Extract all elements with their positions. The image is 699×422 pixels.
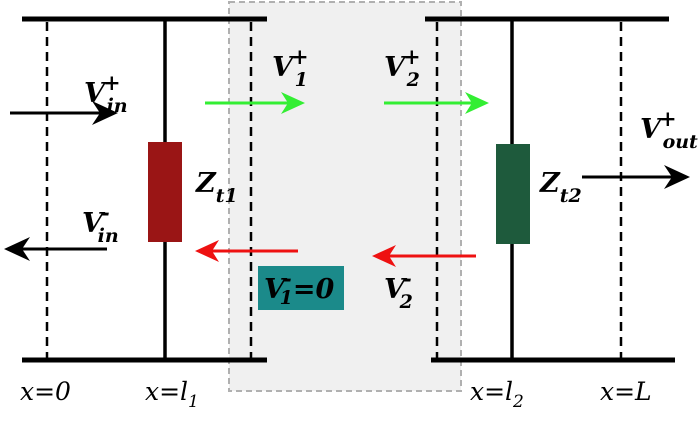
label-zt1: Zt1 — [195, 168, 238, 207]
vin-plus-arrowhead — [92, 101, 118, 125]
v1-minus-arrowhead — [195, 240, 219, 262]
label-v2-plus: V+2 — [384, 44, 421, 91]
position-xl2: x=l2 — [470, 377, 524, 412]
position-x0: x=0 — [20, 377, 71, 406]
v1-plus-arrowhead — [281, 92, 305, 114]
v2-plus-arrowhead — [465, 92, 489, 114]
label-v2-minus: V-2 — [384, 266, 413, 313]
vout-plus-arrowhead — [664, 165, 690, 189]
shaded-region — [228, 1, 462, 392]
label-vout-plus: V+out — [640, 106, 698, 153]
v2-minus-arrowhead — [372, 245, 396, 267]
label-vin-minus: V-in — [82, 200, 119, 247]
label-v1-plus: V+1 — [272, 44, 309, 91]
label-v1-minus-zero: V-1=0 — [264, 266, 335, 309]
impedance-zt1 — [148, 142, 182, 242]
position-xL: x=L — [600, 377, 652, 406]
position-xl1: x=l1 — [145, 377, 199, 412]
impedance-zt2 — [496, 144, 530, 244]
label-vin-plus: V+in — [84, 70, 128, 117]
v1-minus-zero-box — [258, 266, 344, 310]
label-zt2: Zt2 — [539, 168, 582, 207]
vin-minus-arrowhead — [4, 237, 30, 261]
